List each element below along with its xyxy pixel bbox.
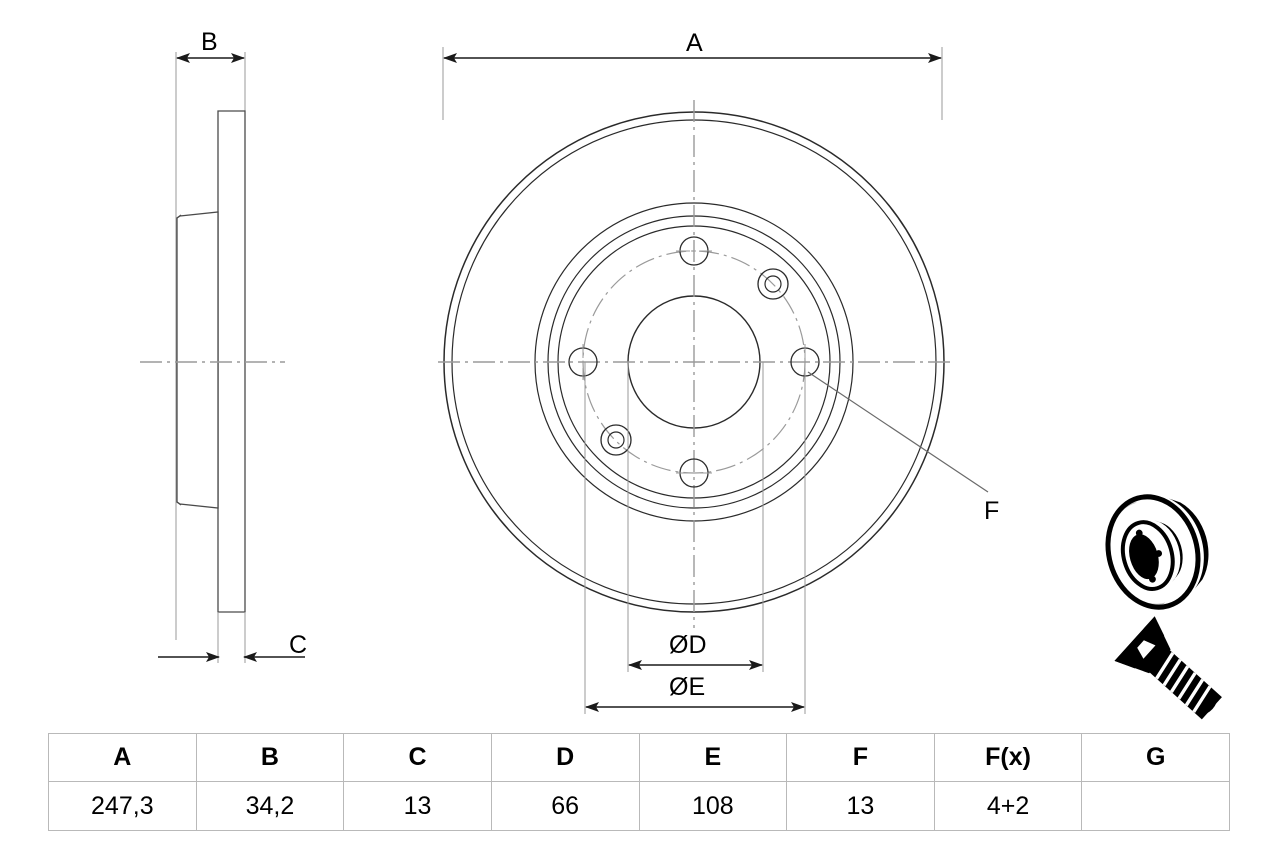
dimension-label-b: B bbox=[201, 28, 218, 56]
table-cell-a: 247,3 bbox=[48, 781, 197, 831]
table-header-b: B bbox=[195, 733, 345, 782]
dimension-label-f: F bbox=[984, 497, 1000, 525]
brake-disc-photo bbox=[1105, 494, 1209, 610]
table-cell-f: 13 bbox=[786, 781, 935, 831]
table-cell-g bbox=[1081, 781, 1230, 831]
locating-hole-lower-left bbox=[600, 424, 632, 456]
dimension-label-diameter-e: ØE bbox=[669, 673, 706, 701]
table-row: 247,3 34,2 13 66 108 13 4+2 bbox=[48, 781, 1230, 831]
table-cell-d: 66 bbox=[490, 781, 640, 831]
leader-line-f bbox=[807, 371, 989, 493]
bolt-hole-left bbox=[568, 344, 598, 380]
table-header-d: D bbox=[490, 733, 640, 782]
table-cell-b: 34,2 bbox=[195, 781, 345, 831]
front-view bbox=[438, 47, 989, 714]
disc-hub-profile bbox=[176, 211, 219, 509]
table-header-row: A B C D E F F(x) G bbox=[48, 733, 1230, 782]
locating-hole-upper-right bbox=[757, 268, 789, 300]
table-header-g: G bbox=[1081, 733, 1230, 782]
bolt-hole-bottom bbox=[676, 458, 712, 488]
side-section-view bbox=[140, 52, 305, 663]
bolt-hole-top bbox=[676, 236, 712, 266]
table-cell-e: 108 bbox=[638, 781, 788, 831]
table-header-fx: F(x) bbox=[933, 733, 1083, 782]
table-cell-c: 13 bbox=[343, 781, 492, 831]
table-header-c: C bbox=[343, 733, 492, 782]
table-header-a: A bbox=[48, 733, 197, 782]
countersunk-screw-photo bbox=[1114, 616, 1222, 720]
dimension-label-a: A bbox=[686, 29, 703, 57]
specification-table: A B C D E F F(x) G 247,3 34,2 13 66 108 … bbox=[48, 733, 1230, 831]
dimension-label-c: C bbox=[289, 631, 308, 659]
table-cell-fx: 4+2 bbox=[933, 781, 1083, 831]
dimension-label-diameter-d: ØD bbox=[669, 631, 707, 659]
table-header-e: E bbox=[638, 733, 788, 782]
table-header-f: F bbox=[786, 733, 935, 782]
